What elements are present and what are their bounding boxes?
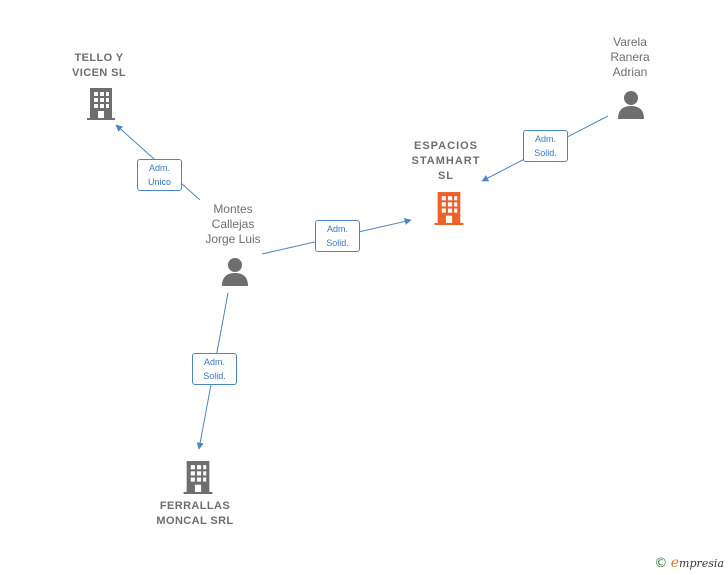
edge-label-line: Adm. [203,357,225,367]
edge-label-line: Adm. [326,224,348,234]
node-label-tello[interactable]: TELLO Y VICEN SL [72,52,126,79]
edge-label-varela-espacios: Adm. Solid. [523,130,568,162]
edge-label-montes-tello: Adm. Unico [137,159,182,191]
building-icon[interactable] [86,87,116,120]
building-icon[interactable] [182,460,214,494]
person-icon[interactable] [616,89,646,119]
edge-label-line: Adm. [148,163,170,173]
brand-watermark: © empresia [654,555,724,571]
edge-label-montes-espacios: Adm. Solid. [315,220,360,252]
edge-label-line: Solid. [534,148,557,158]
building-icon-focus[interactable] [433,191,465,225]
edge-label-montes-ferrallas: Adm. Solid. [192,353,237,385]
brand-name: mpresia [679,557,724,570]
edge-label-line: Solid. [326,238,349,248]
node-label-montes[interactable]: Montes Callejas Jorge Luis [205,202,261,246]
node-label-varela[interactable]: Varela Ranera Adrian [610,35,650,79]
copyright-icon: © [654,556,668,571]
person-icon[interactable] [220,256,250,286]
edge-label-line: Adm. [534,134,556,144]
edge-label-line: Solid. [203,371,226,381]
edge-label-line: Unico [147,177,171,187]
node-label-espacios[interactable]: ESPACIOS STAMHART SL [411,140,481,182]
node-label-ferrallas[interactable]: FERRALLAS MONCAL SRL [156,500,234,527]
brand-initial: e [670,555,680,571]
